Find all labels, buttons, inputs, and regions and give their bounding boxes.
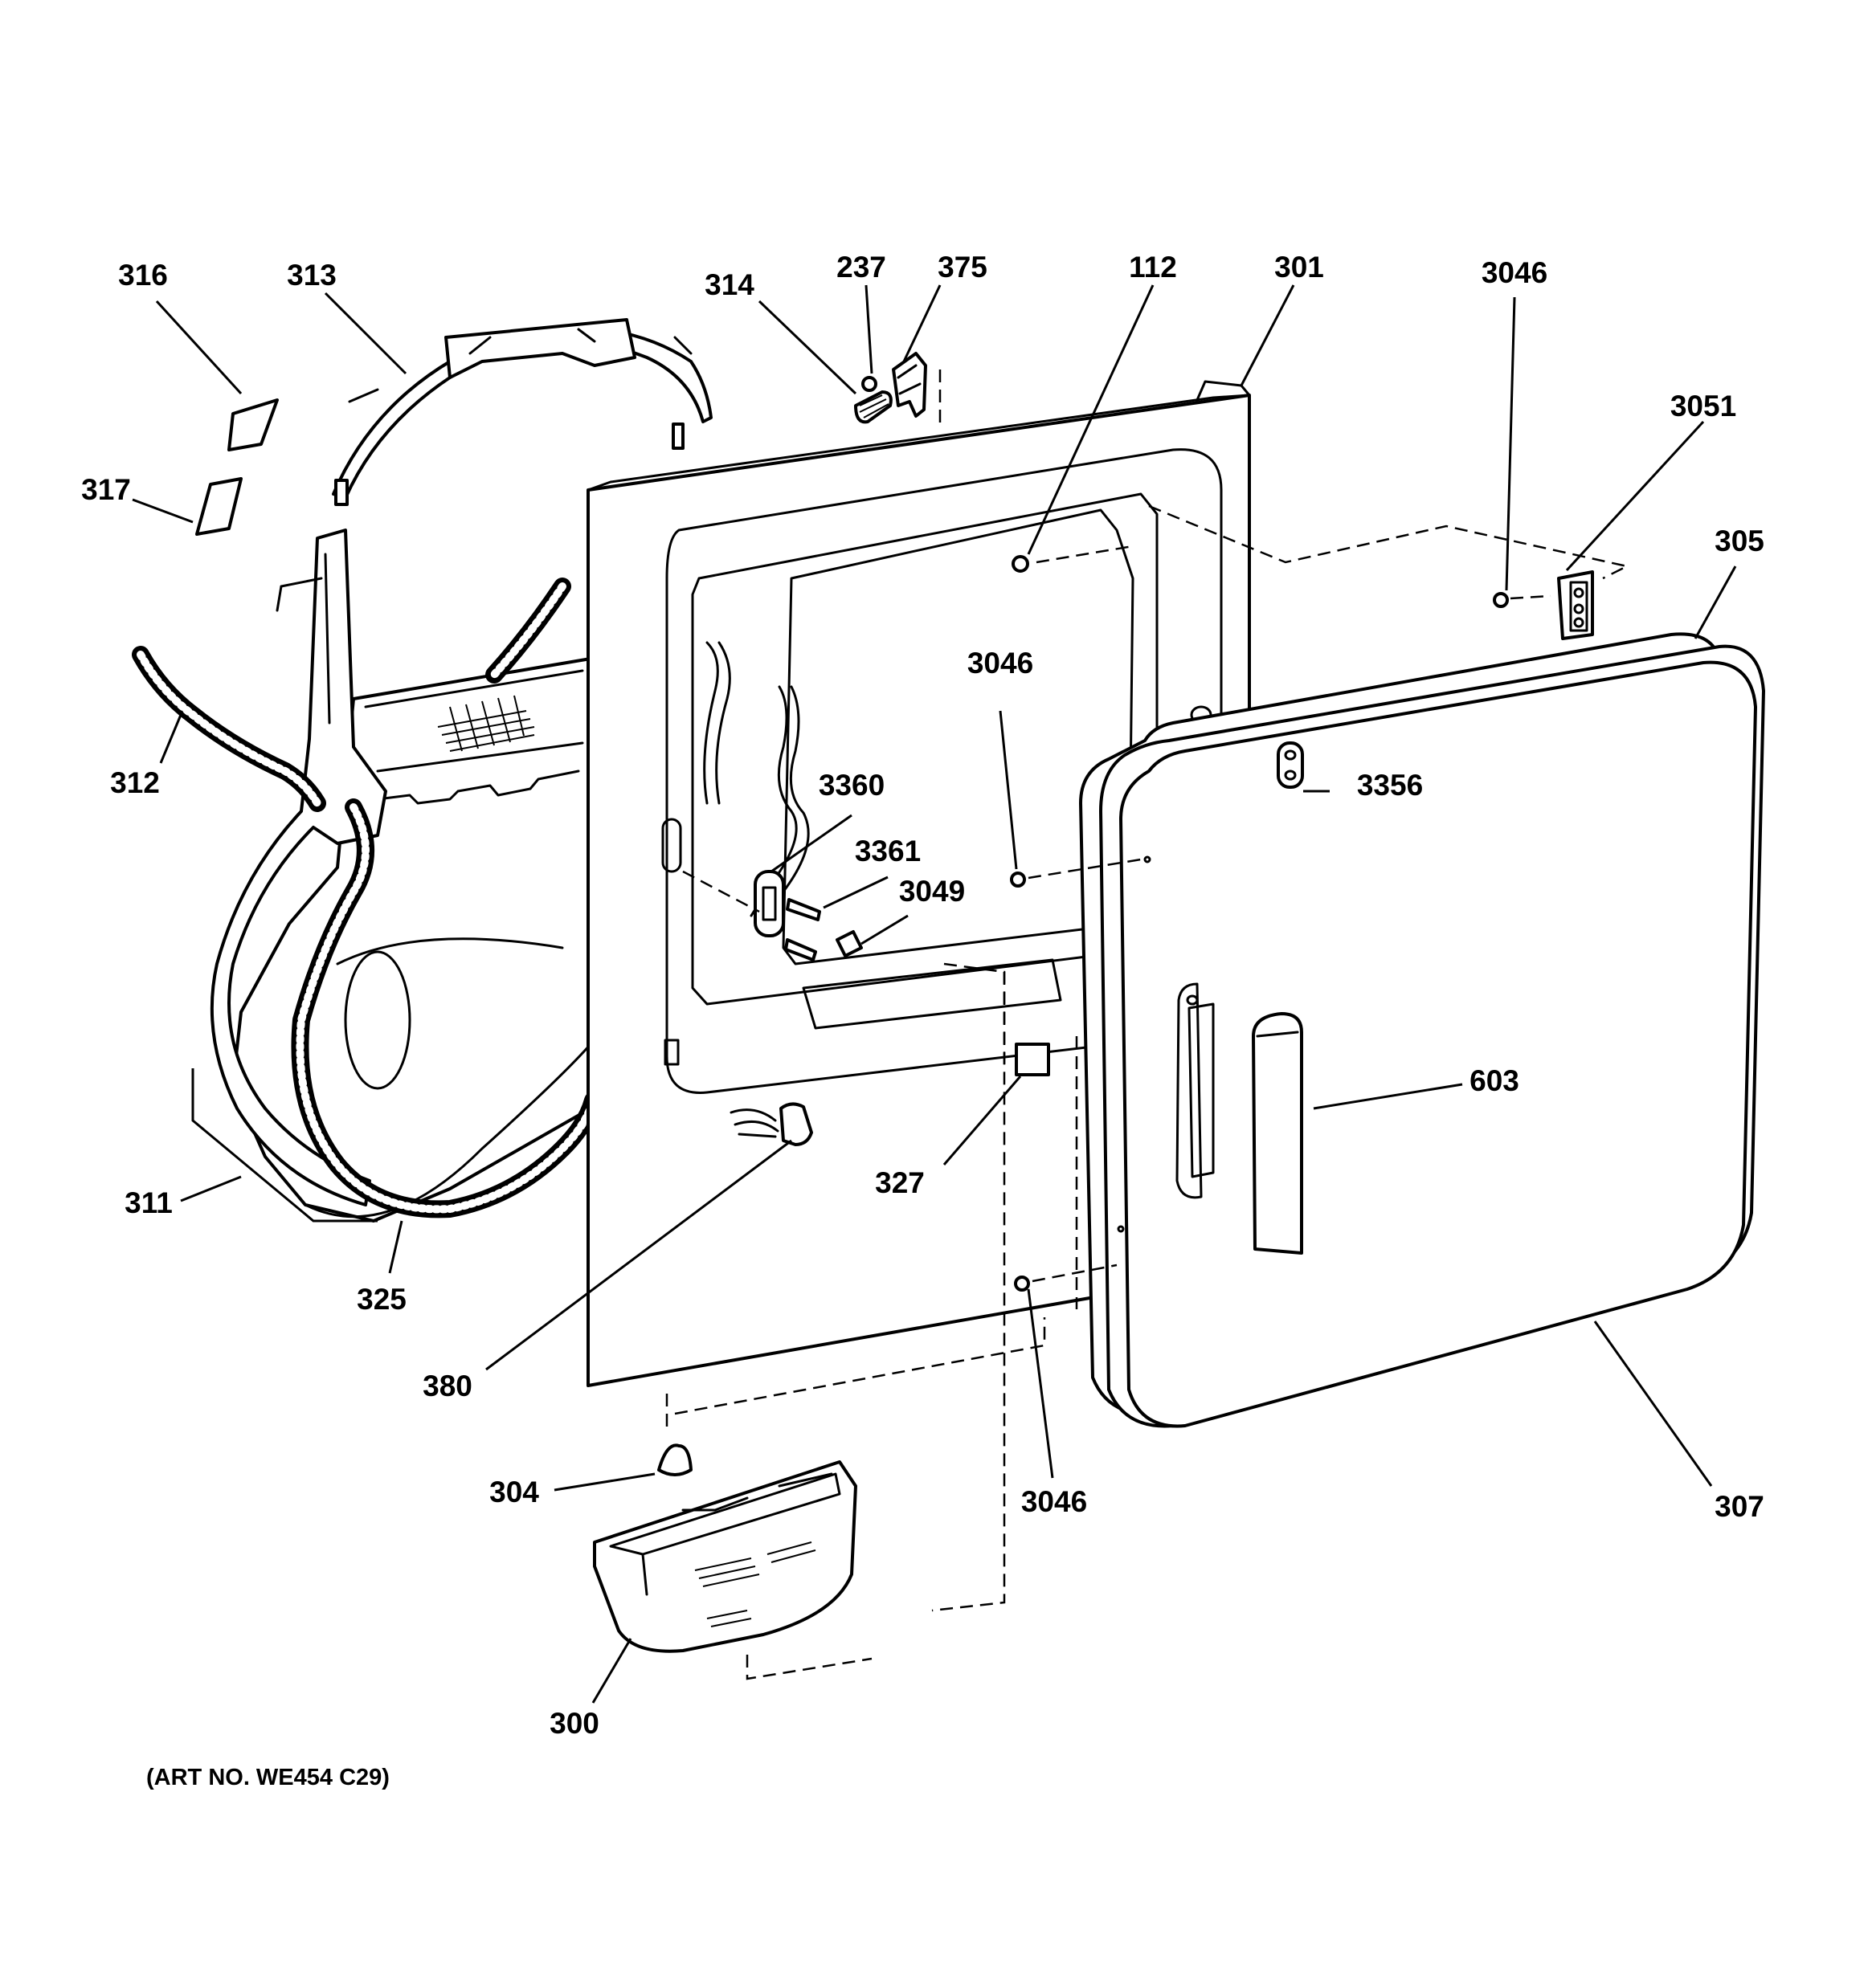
callout-3046-bot: 3046	[1021, 1485, 1087, 1518]
screw-3046-bottom	[1014, 1276, 1030, 1292]
switch-380	[730, 1102, 813, 1146]
pad-316	[227, 398, 279, 451]
callout-3361: 3361	[855, 835, 921, 867]
sensor-314	[854, 390, 893, 424]
hinge-plate-3360	[754, 870, 785, 937]
screw-3046-top	[1493, 592, 1509, 608]
callout-labels: 316 313 314 237 375 112 301 3046 3051 30…	[81, 251, 1764, 1790]
callout-327: 327	[875, 1166, 925, 1199]
screw-3361-a	[786, 898, 821, 921]
callout-311: 311	[125, 1186, 173, 1219]
callout-112: 112	[1129, 251, 1177, 284]
callout-3049: 3049	[899, 875, 965, 908]
leader-lines	[132, 284, 1737, 1704]
callout-307: 307	[1715, 1490, 1764, 1523]
callout-301: 301	[1274, 251, 1324, 284]
foot-304	[657, 1443, 693, 1476]
drum-seal-325	[291, 578, 602, 1219]
callout-300: 300	[550, 1707, 599, 1740]
screw-237	[861, 376, 877, 392]
callout-314: 314	[705, 268, 754, 301]
callout-3051: 3051	[1670, 390, 1736, 423]
callout-375: 375	[938, 251, 987, 284]
front-bulkhead-drum-assembly	[231, 657, 592, 1223]
assembly-dashed-lines	[665, 369, 1630, 1680]
pad-317	[195, 477, 243, 536]
front-panel-301	[587, 380, 1251, 1387]
callout-313: 313	[287, 259, 337, 292]
door-handle-603	[1252, 1012, 1303, 1255]
callout-317: 317	[81, 473, 131, 506]
callout-325: 325	[357, 1283, 407, 1316]
lint-filter-300	[593, 1460, 857, 1653]
callout-305: 305	[1715, 525, 1764, 557]
upper-bracket-313	[332, 318, 713, 506]
callout-3356: 3356	[1357, 769, 1423, 802]
hinge-3051	[1557, 570, 1594, 640]
callout-237: 237	[836, 251, 886, 284]
callout-3360: 3360	[819, 769, 885, 802]
screw-3361-b	[784, 938, 817, 961]
callout-312: 312	[110, 766, 160, 799]
callout-304: 304	[489, 1476, 539, 1508]
felt-seal-312	[132, 646, 326, 812]
door-assembly-305-307	[1079, 632, 1765, 1428]
callout-316: 316	[118, 259, 168, 292]
bracket-375	[892, 352, 927, 418]
callout-380: 380	[423, 1370, 472, 1402]
screw-3046-mid	[1010, 872, 1026, 888]
screw-112	[1012, 555, 1029, 573]
callout-3046-mid: 3046	[967, 647, 1033, 680]
bulkhead-frame-311	[210, 529, 387, 1206]
callout-3046-top: 3046	[1482, 256, 1547, 289]
art-number: (ART NO. WE454 C29)	[146, 1765, 390, 1790]
clip-3049	[836, 930, 863, 957]
callout-603: 603	[1469, 1064, 1519, 1097]
